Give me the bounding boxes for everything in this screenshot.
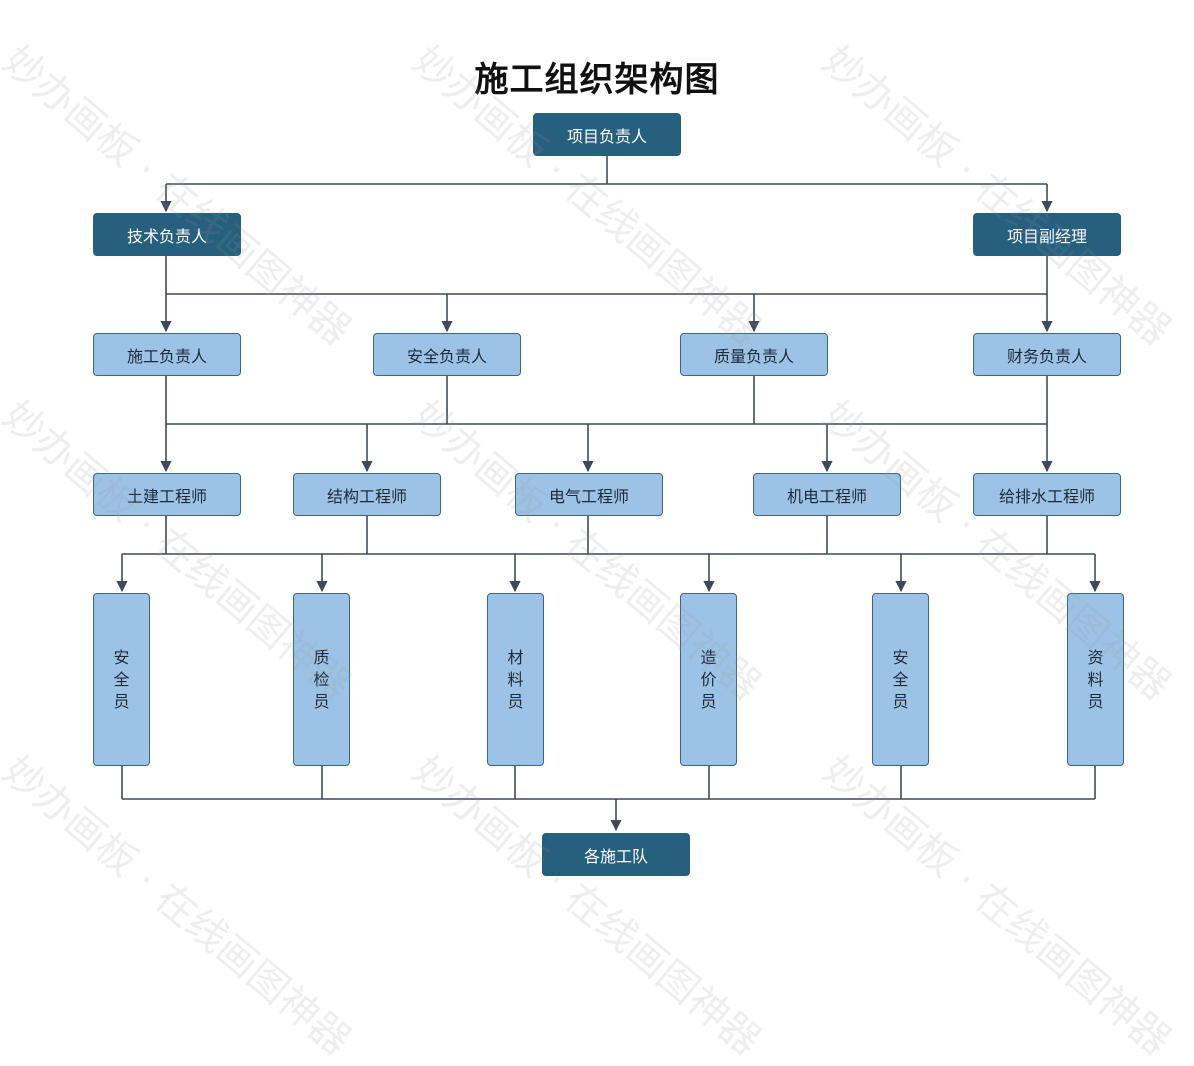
node-finance-lead[interactable]: 财务负责人 <box>973 333 1121 376</box>
node-civil-engineer[interactable]: 土建工程师 <box>93 473 241 516</box>
node-project-manager[interactable]: 项目负责人 <box>533 113 681 156</box>
connector-lines <box>116 156 1101 832</box>
node-electrical-engineer[interactable]: 电气工程师 <box>515 473 663 516</box>
node-safety-officer-1[interactable]: 安全员 <box>93 593 150 766</box>
node-deputy-manager[interactable]: 项目副经理 <box>973 213 1121 256</box>
node-plumbing-engineer[interactable]: 给排水工程师 <box>973 473 1121 516</box>
node-safety-officer-2[interactable]: 安全员 <box>872 593 929 766</box>
node-mechanical-engineer[interactable]: 机电工程师 <box>753 473 901 516</box>
node-structural-engineer[interactable]: 结构工程师 <box>293 473 441 516</box>
node-safety-lead[interactable]: 安全负责人 <box>373 333 521 376</box>
node-construction-lead[interactable]: 施工负责人 <box>93 333 241 376</box>
node-materials-officer[interactable]: 材料员 <box>487 593 544 766</box>
node-tech-lead[interactable]: 技术负责人 <box>93 213 241 256</box>
node-quality-lead[interactable]: 质量负责人 <box>680 333 828 376</box>
page-title: 施工组织架构图 <box>474 60 720 100</box>
node-construction-teams[interactable]: 各施工队 <box>542 833 690 876</box>
node-quality-inspector[interactable]: 质检员 <box>293 593 350 766</box>
node-documents-officer[interactable]: 资料员 <box>1067 593 1124 766</box>
node-cost-officer[interactable]: 造价员 <box>680 593 737 766</box>
